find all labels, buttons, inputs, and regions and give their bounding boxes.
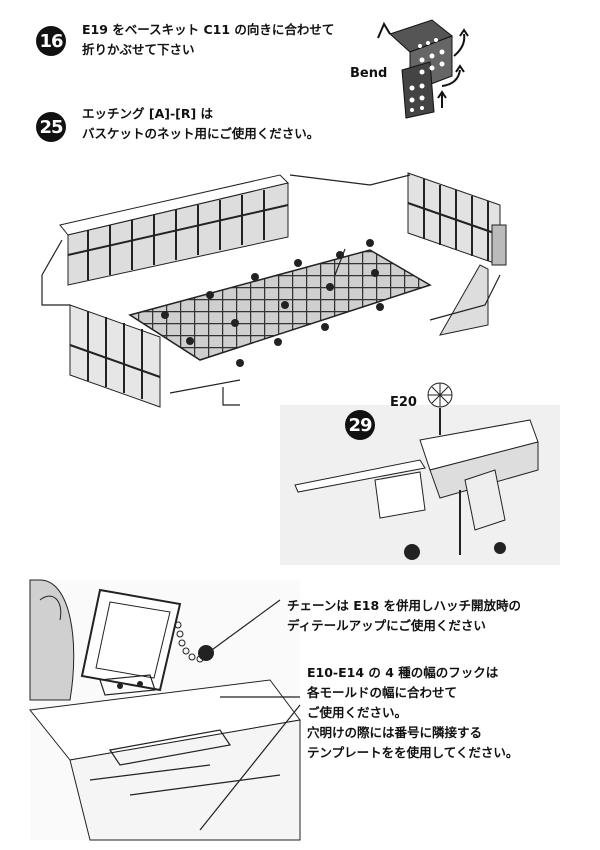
- front-frame: [69, 304, 161, 408]
- step-29-number: 29: [345, 410, 375, 440]
- hatch-detail-illustration: [29, 579, 301, 841]
- rear-frame: [59, 174, 289, 286]
- step-16-line-2: 折りかぶせて下さい: [82, 42, 195, 57]
- bend-illustration: [377, 19, 469, 119]
- step-16-number: 16: [36, 26, 66, 56]
- bend-label: Bend: [350, 66, 388, 81]
- step-25-number: 25: [36, 112, 66, 142]
- part-e20-label: E20: [390, 395, 417, 410]
- hook-note-line-1: E10-E14 の 4 種の幅のフックは: [307, 665, 499, 680]
- hook-note-line-4: 穴明けの際には番号に隣接する: [307, 725, 483, 740]
- step-25-line-2: バスケットのネット用にご使用ください。: [82, 126, 320, 141]
- chain-note-line-2: ディテールアップにご使用ください: [287, 618, 486, 633]
- step-16-line-1: E19 をベースキット C11 の向きに合わせて: [82, 22, 335, 37]
- chain-note-line-1: チェーンは E18 を併用しハッチ開放時の: [287, 598, 522, 613]
- hook-note-line-2: 各モールドの幅に合わせて: [307, 685, 458, 700]
- basket-net: [128, 249, 432, 361]
- right-end-frame: [407, 172, 507, 266]
- machine-gun-illustration: [280, 382, 560, 565]
- basket-assembly-illustration: [41, 172, 507, 408]
- support-bracket: [439, 264, 489, 336]
- step-25-line-1: エッチング [A]-[R] は: [82, 106, 214, 121]
- hook-note-line-5: テンプレートをを使用してください。: [307, 745, 519, 760]
- hook-note-line-3: ご使用ください。: [307, 705, 408, 720]
